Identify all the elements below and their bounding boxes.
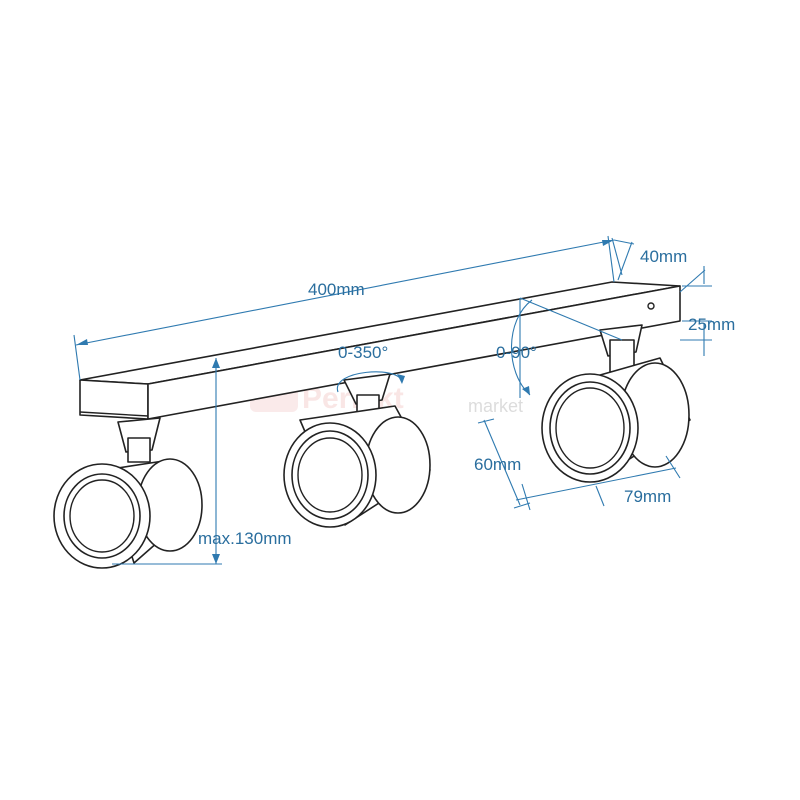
- spotlight-middle: [283, 373, 431, 528]
- dimension-width: 40mm: [611, 237, 687, 281]
- dimension-rotation-vertical: 0-90°: [496, 297, 623, 398]
- label-max-height: max.130mm: [198, 529, 292, 548]
- mounting-bar: [79, 281, 681, 420]
- dimension-max-height: max.130mm: [112, 358, 292, 565]
- dimension-spot-length: 79mm: [515, 455, 681, 511]
- dimension-length: 400mm: [73, 235, 615, 381]
- label-height: 25mm: [688, 315, 735, 334]
- dimension-diameter: 60mm: [474, 418, 531, 509]
- spotlight-left: [53, 417, 203, 569]
- label-width: 40mm: [640, 247, 687, 266]
- dimension-rotation-horizontal: 0-350°: [337, 343, 405, 393]
- label-spot-length: 79mm: [624, 487, 671, 506]
- label-diameter: 60mm: [474, 455, 521, 474]
- spotlight-right: [541, 324, 691, 483]
- label-rotation-vertical: 0-90°: [496, 343, 537, 362]
- label-length: 400mm: [308, 280, 365, 299]
- dimension-height: 25mm: [679, 266, 735, 356]
- label-rotation-horizontal: 0-350°: [338, 343, 388, 362]
- watermark-sub: market: [468, 396, 523, 416]
